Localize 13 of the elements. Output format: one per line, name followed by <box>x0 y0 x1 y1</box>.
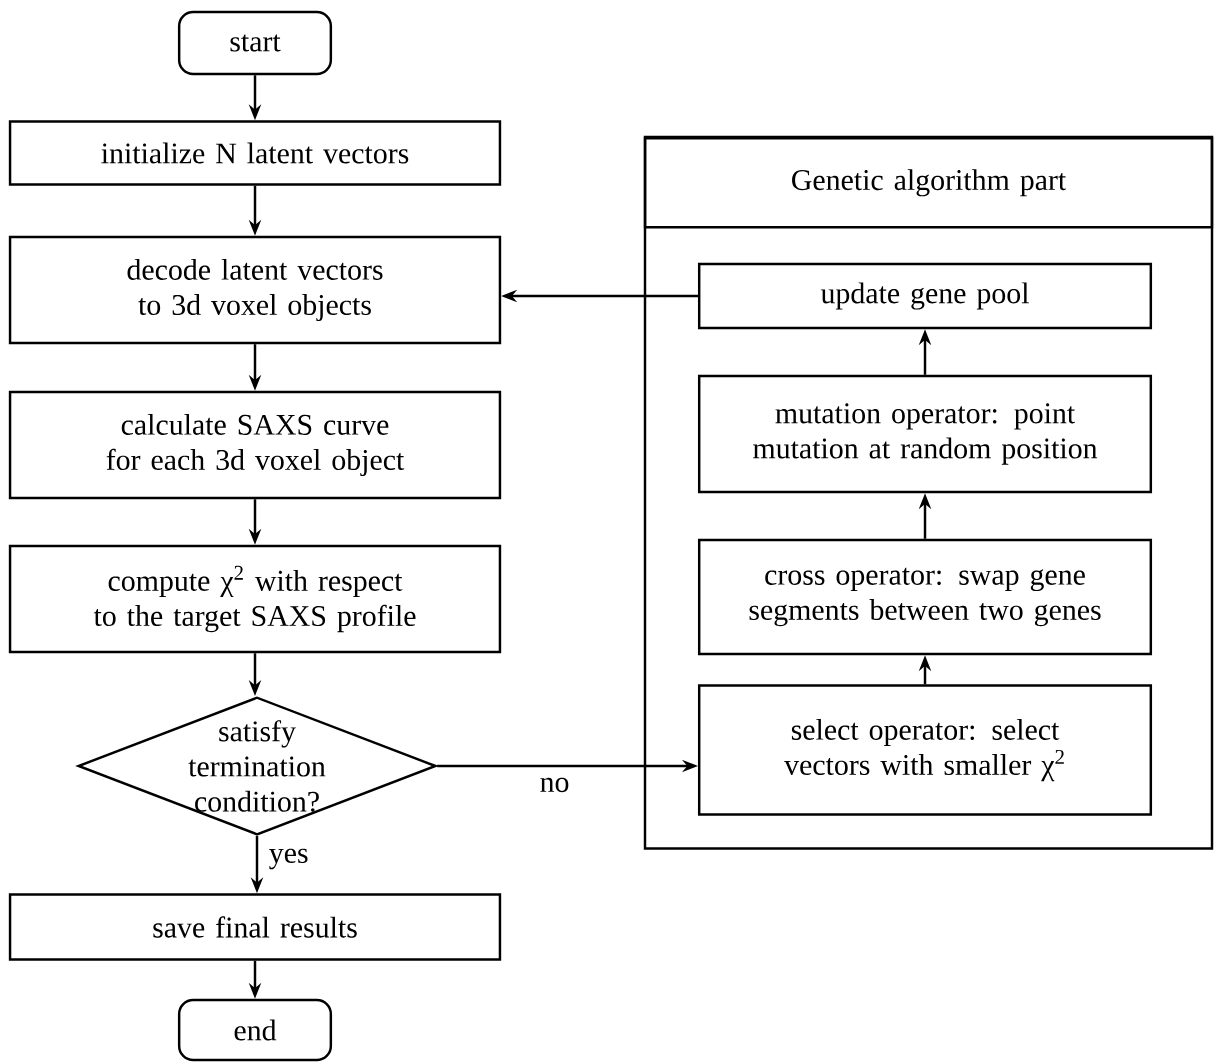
edge-label: no <box>536 774 573 796</box>
edge-label: yes <box>265 845 313 873</box>
terminal-box: end <box>177 998 333 1062</box>
process-box: cross operator: swap gene segments between two genes <box>697 538 1153 656</box>
process-box: initialize N latent vectors <box>8 120 502 186</box>
process-box: select operator: select vectors with smaller χ$^{2}$ <box>697 684 1153 816</box>
process-box: save final results <box>8 893 502 961</box>
process-box: update gene pool <box>697 262 1153 330</box>
terminal-box: start <box>177 10 333 76</box>
process-box: compute χ$^{2}$ with respect to the target SAXS profile <box>8 544 502 654</box>
process-box: decode latent vectors to 3d voxel objects <box>8 235 502 345</box>
process-box: mutation operator: point mutation at random position <box>697 374 1153 494</box>
process-box: calculate SAXS curve for each 3d voxel object <box>8 390 502 500</box>
